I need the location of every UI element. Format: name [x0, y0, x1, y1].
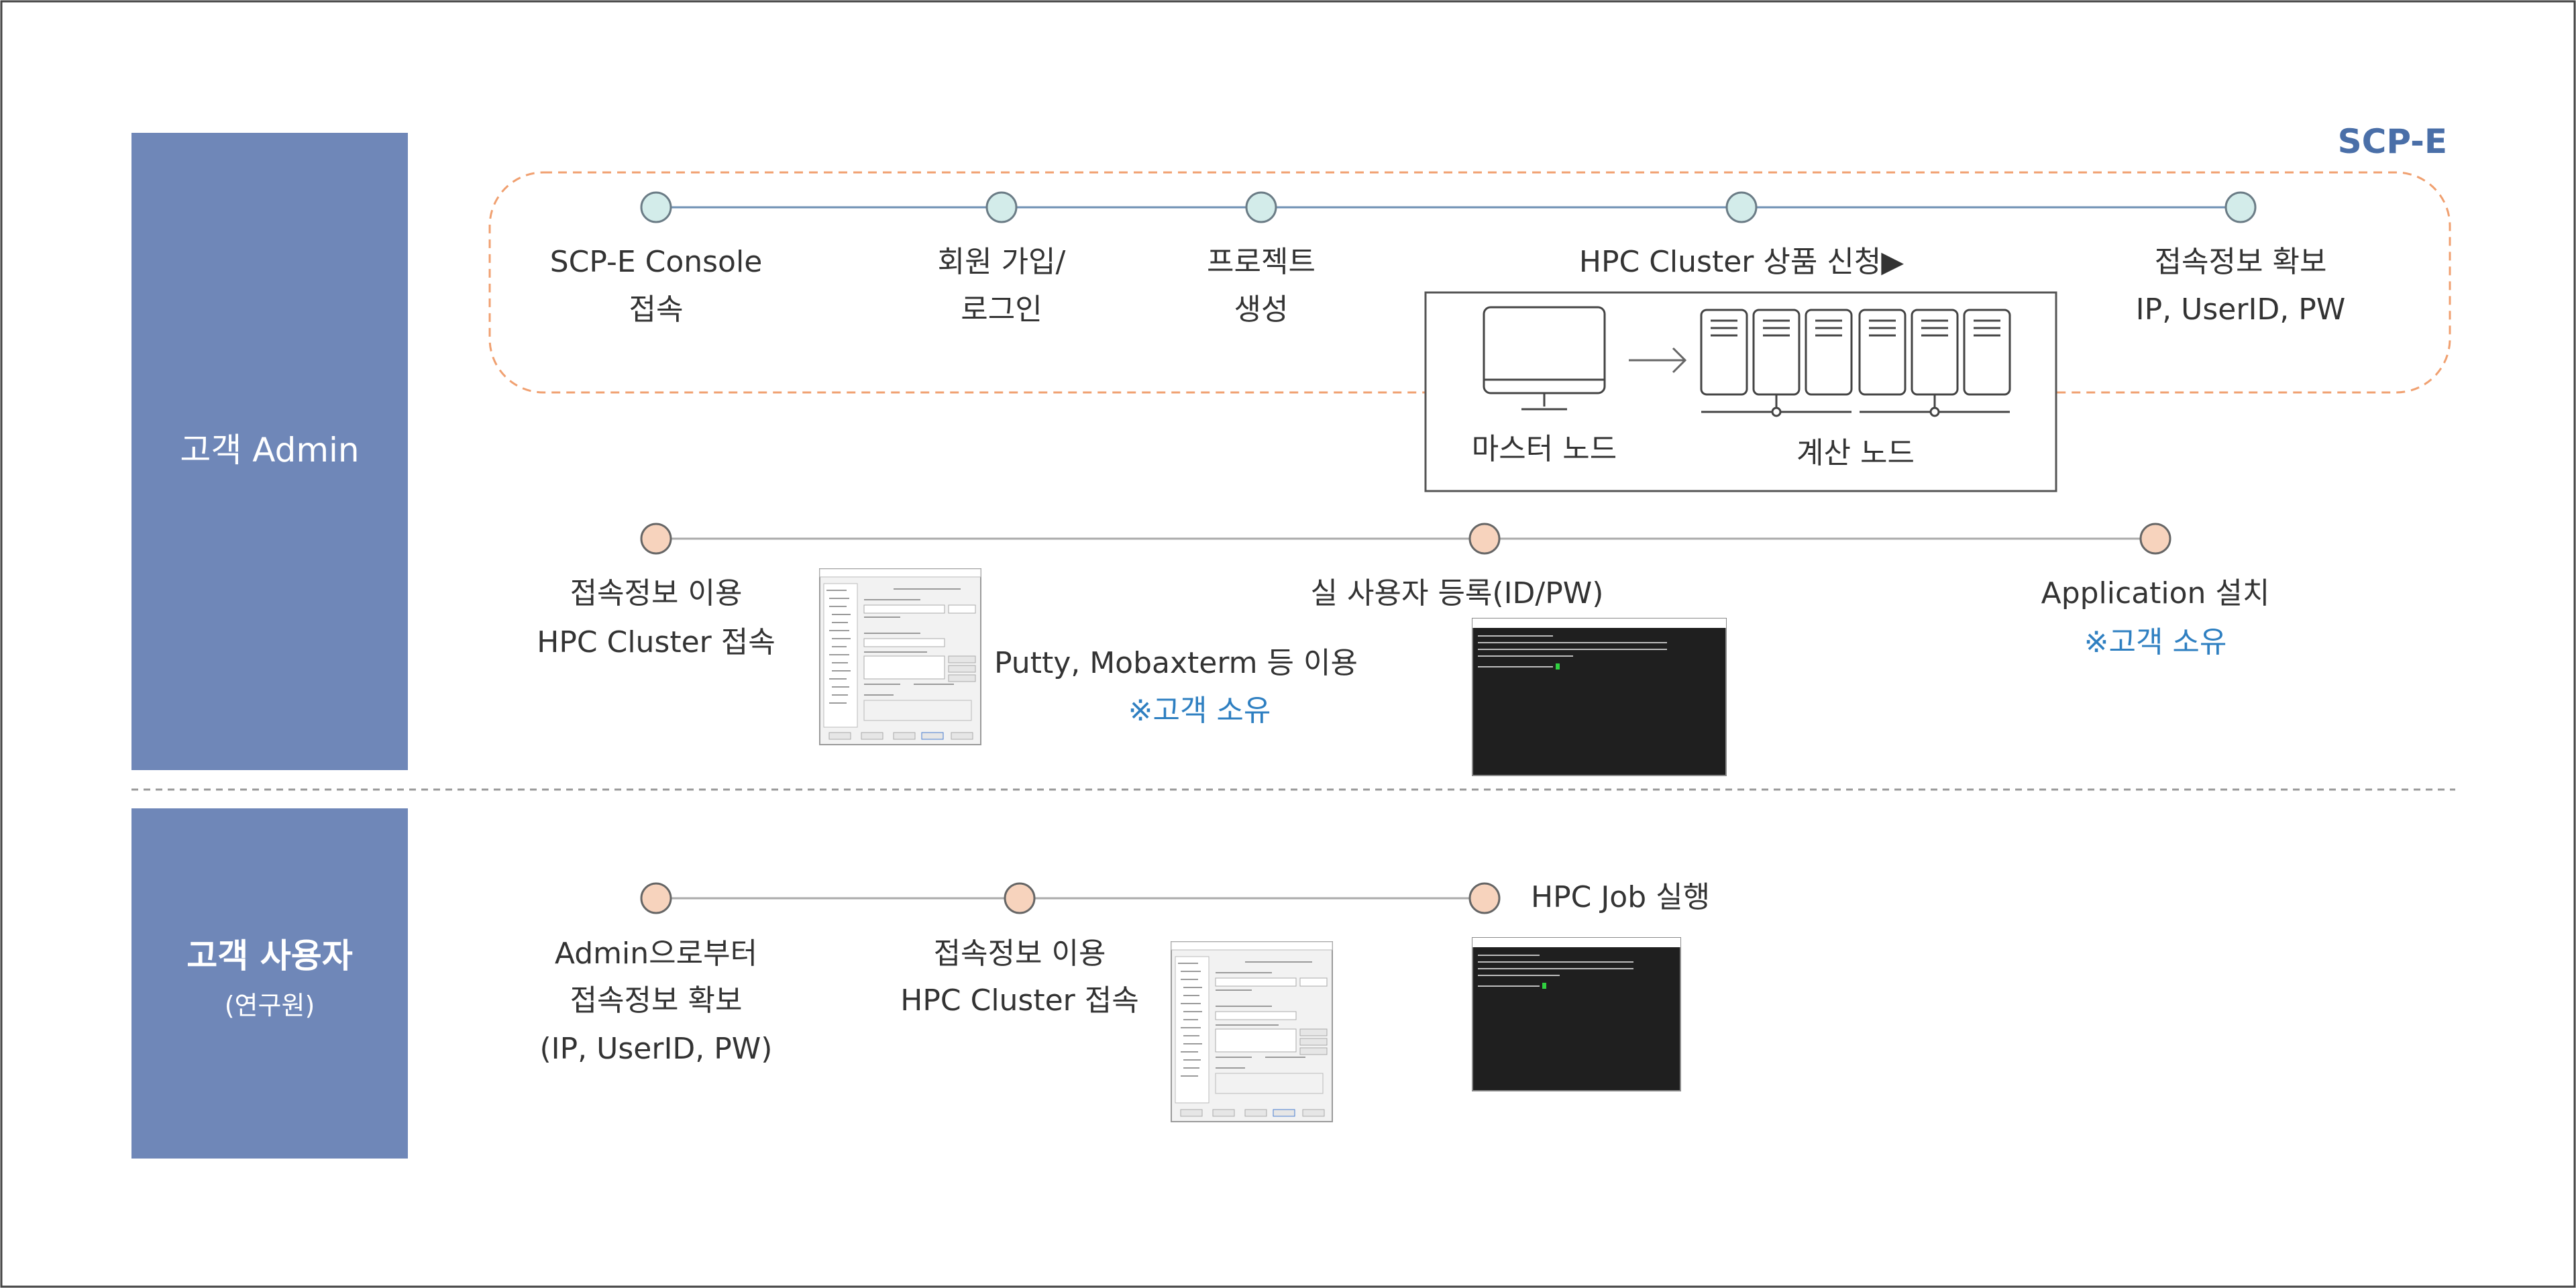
role-panel-user	[131, 808, 408, 1159]
putty-config-window	[1171, 941, 1333, 1122]
terminal-window	[1472, 937, 1681, 1091]
user-step-node	[1468, 882, 1501, 914]
compute-node-label: 계산 노드	[1796, 436, 1915, 470]
brand-label: SCP-E	[2338, 122, 2447, 161]
access-step-label: Application 설치	[2041, 576, 2270, 610]
owner-note: ※고객 소유	[1128, 694, 1271, 728]
user-step-label: Admin으로부터	[555, 936, 757, 971]
user-step-label: (IP, UserID, PW)	[540, 1032, 773, 1066]
access-step-label: HPC Cluster 접속	[537, 625, 775, 659]
putty-config-window	[819, 568, 981, 745]
role-panel-admin	[131, 133, 408, 770]
server-icon	[1805, 309, 1853, 396]
admin-step-label: HPC Cluster 상품 신청▶	[1579, 245, 1904, 279]
tool-text: Putty, Mobaxterm 등 이용	[994, 646, 1358, 680]
server-icon	[1963, 309, 2011, 396]
admin-step-label: 프로젝트	[1207, 245, 1316, 279]
monitor-icon	[1483, 306, 1606, 411]
role-title-admin: 고객 Admin	[180, 431, 359, 470]
access-step-node	[640, 523, 672, 555]
server-icon	[1858, 309, 1907, 396]
access-step-label: 접속정보 이용	[570, 576, 743, 610]
user-step-label: HPC Cluster 접속	[900, 983, 1138, 1018]
access-step-node	[1468, 523, 1501, 555]
admin-step-node	[640, 191, 672, 223]
user-step-label: 접속정보 이용	[934, 936, 1106, 971]
server-bus	[1701, 394, 2010, 417]
server-icon	[1700, 309, 1748, 396]
admin-step-label: 접속정보 확보	[2155, 245, 2327, 279]
role-subtitle-user: (연구원)	[225, 991, 315, 1020]
terminal-window	[1472, 618, 1727, 776]
user-step-node	[640, 882, 672, 914]
user-step-label: HPC Job 실행	[1531, 880, 1710, 914]
user-step-node	[1004, 882, 1036, 914]
access-step-node	[2139, 523, 2171, 555]
role-title-user: 고객 사용자	[186, 936, 352, 975]
admin-step-label: SCP-E Console	[550, 245, 763, 279]
master-node-label: 마스터 노드	[1472, 432, 1617, 466]
admin-step-node	[1725, 191, 1758, 223]
admin-step-node	[2224, 191, 2257, 223]
admin-step-label: IP, UserID, PW	[2136, 292, 2346, 327]
admin-step-label: 생성	[1234, 292, 1289, 327]
access-step-label: 실 사용자 등록(ID/PW)	[1311, 576, 1604, 610]
arrow-right-icon	[1629, 347, 1687, 374]
admin-step-node	[985, 191, 1018, 223]
user-step-label: 접속정보 확보	[570, 983, 743, 1018]
admin-step-label: 로그인	[961, 292, 1042, 327]
admin-step-label: 접속	[629, 292, 684, 327]
owner-note: ※고객 소유	[2084, 625, 2227, 659]
admin-step-node	[1245, 191, 1277, 223]
admin-step-label: 회원 가입/	[938, 245, 1066, 279]
cluster-box: 마스터 노드 계산 노드	[1424, 291, 2057, 492]
